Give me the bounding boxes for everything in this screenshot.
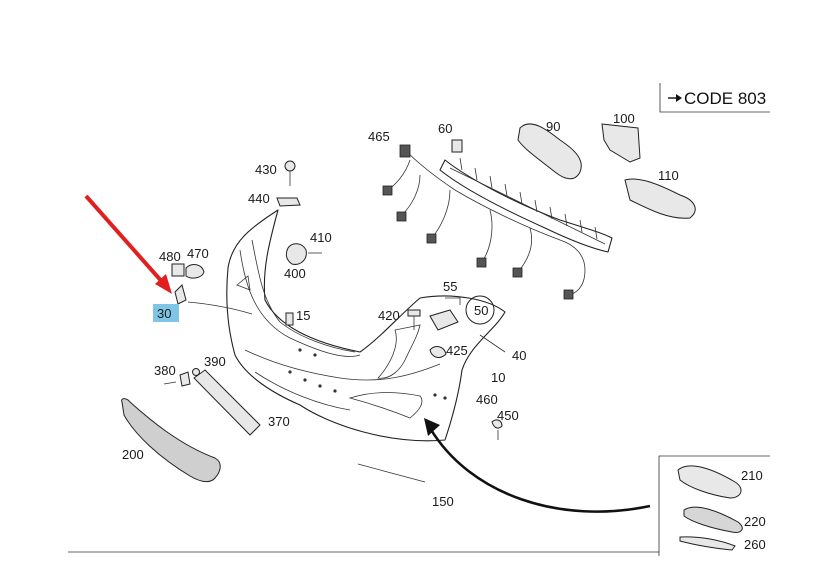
label-55: 55	[443, 279, 457, 294]
label-100: 100	[613, 111, 635, 126]
wiring-harness	[382, 144, 586, 300]
label-390: 390	[204, 354, 226, 369]
label-50: 50	[474, 303, 488, 318]
label-420: 420	[378, 308, 400, 323]
callout-circle-50	[465, 295, 495, 325]
small-parts	[163, 160, 506, 483]
code-label: CODE 803	[684, 89, 766, 108]
label-465: 465	[368, 129, 390, 144]
bracket-110	[624, 178, 696, 219]
pointer-arrow	[424, 418, 651, 513]
label-400: 400	[284, 266, 306, 281]
bracket-90	[517, 123, 582, 180]
label-110: 110	[658, 168, 679, 183]
label-470: 470	[187, 246, 209, 261]
highlight-box	[153, 304, 179, 322]
grille-200	[121, 398, 221, 483]
insert-220	[683, 506, 743, 533]
label-425: 425	[446, 343, 468, 358]
label-150: 150	[432, 494, 454, 509]
label-10: 10	[491, 370, 505, 385]
label-220: 220	[744, 514, 766, 529]
label-370: 370	[268, 414, 290, 429]
label-430: 430	[255, 162, 277, 177]
insert-210	[677, 465, 742, 499]
label-480: 480	[159, 249, 181, 264]
code-box: CODE 803	[659, 83, 770, 113]
label-440: 440	[248, 191, 270, 206]
label-410: 410	[310, 230, 332, 245]
bumper-cover	[226, 209, 506, 442]
label-450: 450	[497, 408, 519, 423]
impact-absorber	[439, 139, 613, 253]
label-210: 210	[741, 468, 763, 483]
label-380: 380	[154, 363, 176, 378]
label-200: 200	[122, 447, 144, 462]
highlight-arrow	[84, 194, 172, 294]
label-30: 30	[157, 306, 171, 321]
label-60: 60	[438, 121, 452, 136]
inset-frame	[658, 455, 770, 556]
label-260: 260	[744, 537, 766, 552]
label-40: 40	[512, 348, 526, 363]
trim-260	[679, 536, 736, 551]
label-90: 90	[546, 119, 560, 134]
label-460: 460	[476, 392, 498, 407]
bracket-100	[601, 123, 641, 163]
label-15: 15	[296, 308, 310, 323]
